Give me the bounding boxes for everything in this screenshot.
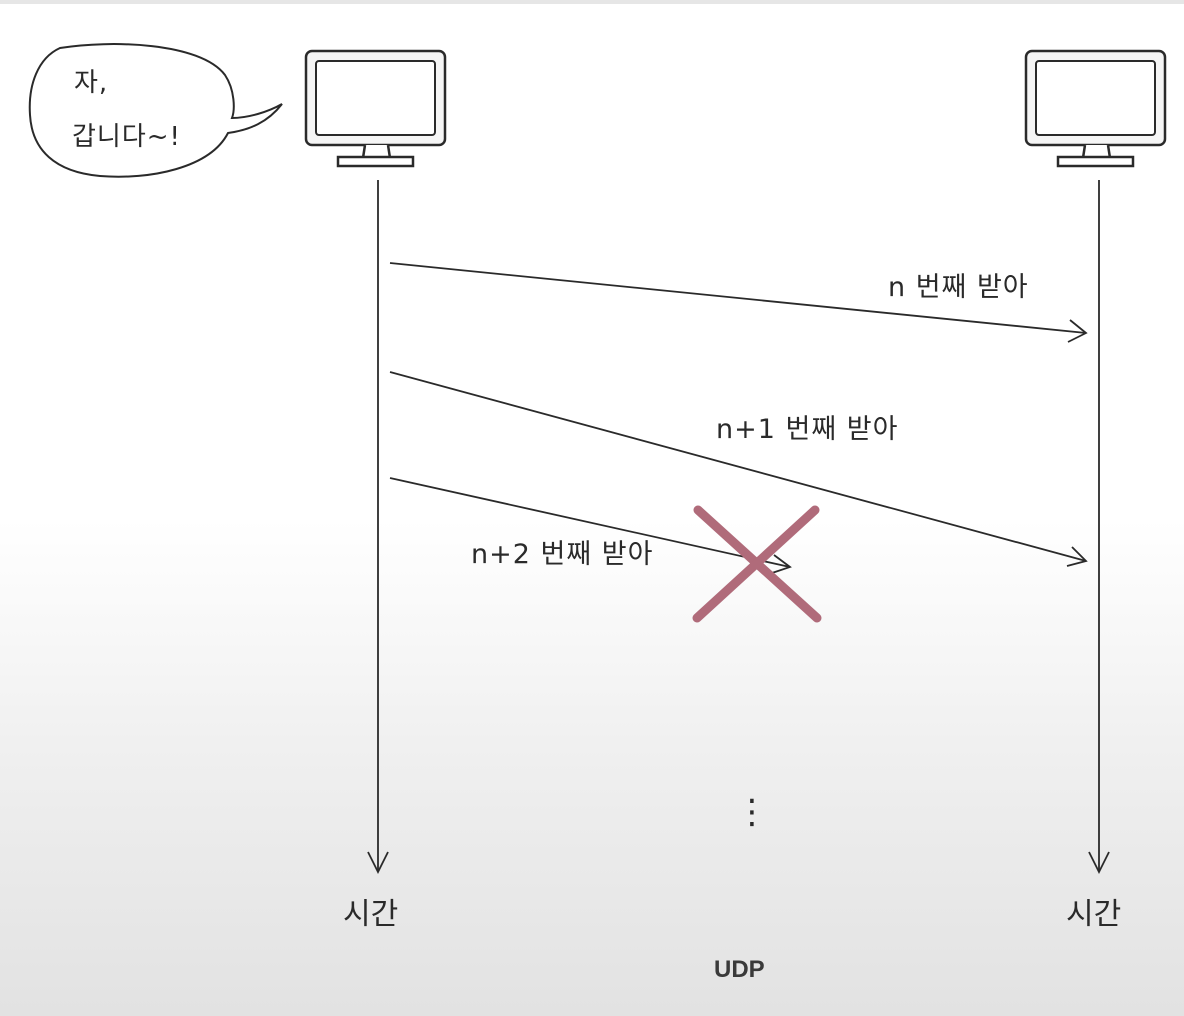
message-arrow-n-plus-1 bbox=[389, 371, 1088, 567]
message-arrow-n bbox=[389, 262, 1088, 343]
top-border bbox=[0, 0, 1184, 4]
receiver-time-label: 시간 bbox=[1066, 897, 1122, 932]
speech-bubble bbox=[28, 43, 283, 178]
continuation-dots: ⋮ bbox=[735, 792, 769, 832]
speech-bubble-line-2: 갑니다~! bbox=[72, 122, 181, 152]
message-arrow-n-plus-2 bbox=[389, 477, 792, 574]
speech-bubble-line-1: 자, bbox=[74, 68, 109, 98]
receiver-timeline bbox=[1088, 180, 1110, 875]
sender-computer-icon bbox=[304, 49, 447, 168]
message-label-n: n 번째 받아 bbox=[888, 272, 1029, 303]
receiver-computer-icon bbox=[1024, 49, 1167, 168]
message-label-n-plus-2: n+2 번째 받아 bbox=[471, 539, 654, 570]
sender-time-label: 시간 bbox=[343, 897, 399, 932]
message-label-n-plus-1: n+1 번째 받아 bbox=[716, 414, 899, 445]
sender-timeline bbox=[367, 180, 389, 875]
diagram-caption: UDP bbox=[714, 956, 765, 983]
packet-loss-x-icon bbox=[692, 505, 822, 623]
